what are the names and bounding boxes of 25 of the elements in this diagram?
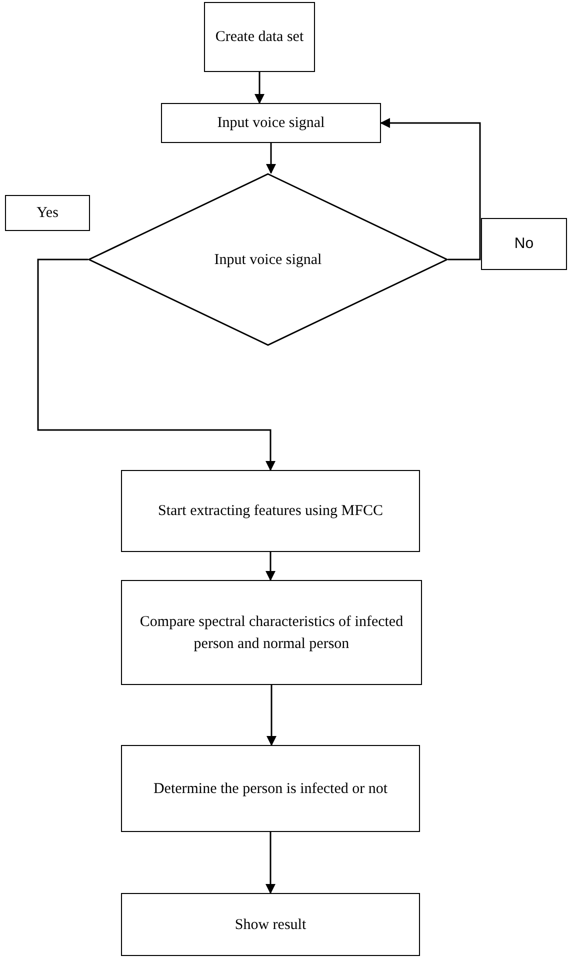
node-text: Input voice signal xyxy=(216,114,326,133)
arrow xyxy=(266,685,276,746)
node-text: Determine the person is infected or not xyxy=(152,780,389,798)
node-text: Create data set xyxy=(214,28,305,47)
node-text: Start extracting features using MFCC xyxy=(157,502,384,521)
node-text: Input voice signal xyxy=(213,250,323,270)
arrow xyxy=(266,143,276,174)
process-box xyxy=(481,218,567,270)
process-box xyxy=(121,470,420,552)
process-box xyxy=(204,2,315,72)
arrow xyxy=(254,72,264,104)
arrow xyxy=(380,118,481,260)
process-box xyxy=(161,103,381,143)
process-box xyxy=(121,580,422,685)
arrow xyxy=(37,258,276,471)
arrow xyxy=(266,832,276,894)
decision-diamond xyxy=(88,173,448,346)
process-box xyxy=(121,893,420,956)
process-box xyxy=(5,195,90,231)
node-text: Compare spectral characteristics of infected person and normal person xyxy=(138,612,404,654)
node-text: Yes xyxy=(36,204,60,223)
arrow xyxy=(266,552,276,581)
node-text: Show result xyxy=(234,916,308,934)
process-box xyxy=(121,745,420,832)
node-text: No xyxy=(513,234,535,254)
